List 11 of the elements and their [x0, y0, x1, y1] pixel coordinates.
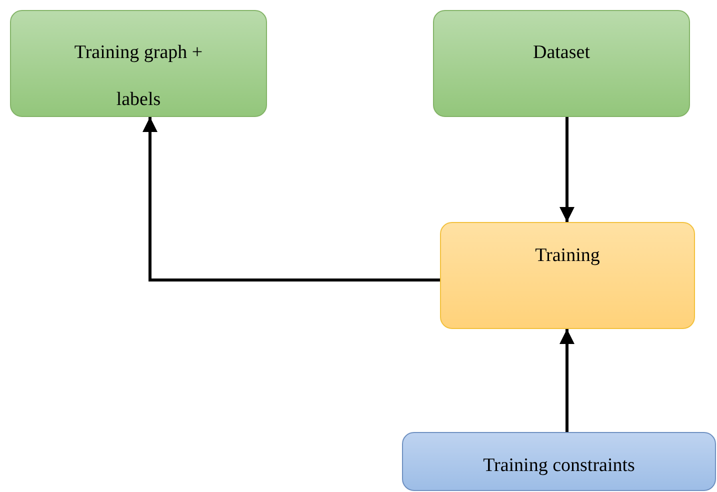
arrow [560, 117, 574, 222]
process-box [440, 222, 695, 329]
box-label: Training graph + labels [73, 41, 204, 112]
arrow [142, 117, 440, 282]
box-label: Training [535, 244, 600, 268]
box-label: Training constraints [483, 454, 635, 478]
arrow [560, 329, 574, 432]
process-box [10, 10, 267, 117]
process-box [402, 432, 716, 491]
box-label: Dataset [533, 41, 590, 65]
process-box [433, 10, 690, 117]
